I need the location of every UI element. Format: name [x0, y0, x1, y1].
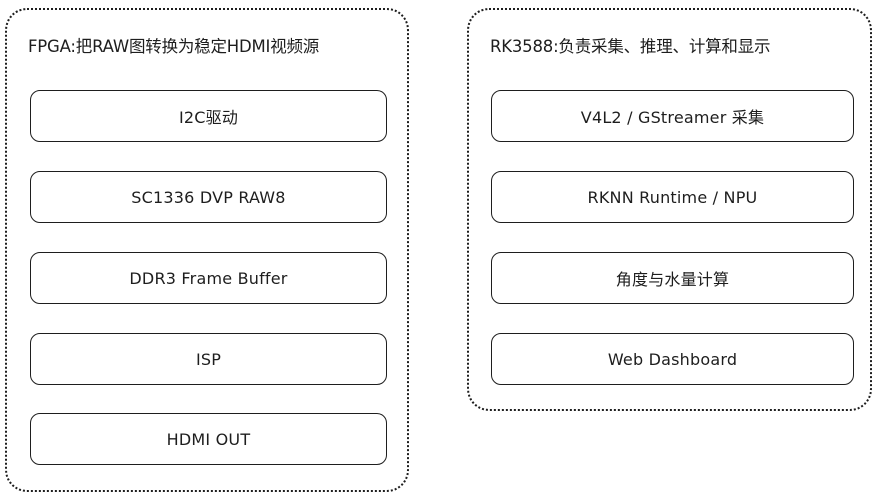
module-web-dashboard[interactable]: Web Dashboard: [491, 333, 854, 385]
module-isp[interactable]: ISP: [30, 333, 387, 385]
module-i2c-driver[interactable]: I2C驱动: [30, 90, 387, 142]
rk3588-group: RK3588:负责采集、推理、计算和显示 V4L2 / GStreamer 采集…: [467, 8, 872, 411]
module-sc1336-dvp-raw8[interactable]: SC1336 DVP RAW8: [30, 171, 387, 223]
rk3588-group-title: RK3588:负责采集、推理、计算和显示: [490, 37, 771, 56]
module-v4l2-gstreamer-capture[interactable]: V4L2 / GStreamer 采集: [491, 90, 854, 142]
module-rknn-runtime-npu[interactable]: RKNN Runtime / NPU: [491, 171, 854, 223]
fpga-group: FPGA:把RAW图转换为稳定HDMI视频源 I2C驱动 SC1336 DVP …: [5, 8, 409, 492]
fpga-group-title: FPGA:把RAW图转换为稳定HDMI视频源: [28, 37, 320, 56]
module-angle-water-calc[interactable]: 角度与水量计算: [491, 252, 854, 304]
module-ddr3-frame-buffer[interactable]: DDR3 Frame Buffer: [30, 252, 387, 304]
module-hdmi-out[interactable]: HDMI OUT: [30, 413, 387, 465]
